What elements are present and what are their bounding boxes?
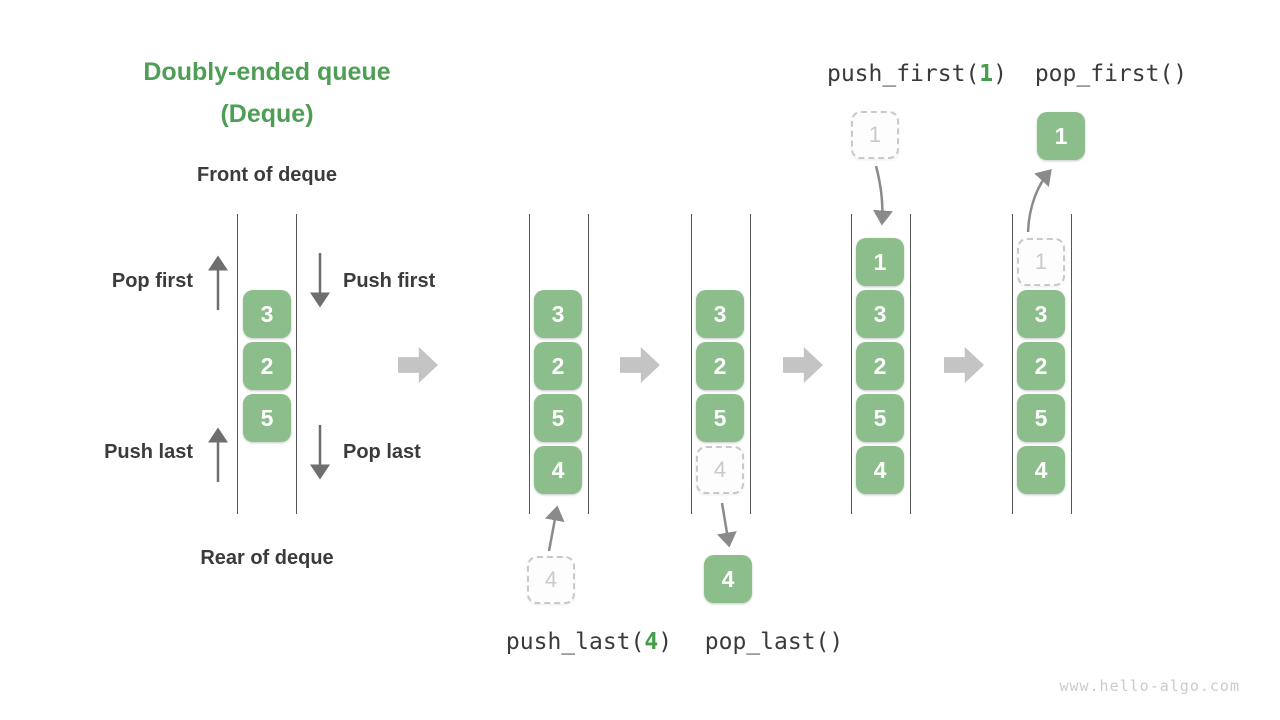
queue-cell: 2: [243, 342, 291, 390]
queue-cell: 4: [856, 446, 904, 494]
removed-slot-ghost: 1: [1017, 238, 1065, 286]
pop-first-call-label: pop_first(): [1034, 61, 1188, 87]
right-block-arrow-icon: [620, 347, 660, 383]
queue-cell: 5: [1017, 394, 1065, 442]
queue-cell: 3: [1017, 290, 1065, 338]
right-block-arrow-icon: [398, 347, 438, 383]
call-argument: 1: [979, 61, 994, 87]
queue-channel-after-pop-first: [1012, 214, 1072, 514]
call-suffix: ): [658, 629, 673, 655]
queue-cell: 5: [534, 394, 582, 442]
diagram-title-line1: Doubly-ended queue: [143, 58, 391, 86]
queue-cell: 3: [243, 290, 291, 338]
queue-cell: 2: [1017, 342, 1065, 390]
call-argument: 4: [644, 629, 659, 655]
queue-cell: 2: [696, 342, 744, 390]
push-first-label: Push first: [343, 270, 436, 292]
queue-cell: 2: [534, 342, 582, 390]
queue-cell: 5: [243, 394, 291, 442]
queue-cell: 3: [696, 290, 744, 338]
queue-channel-after-push-last: [529, 214, 589, 514]
pop-last-label: Pop last: [343, 441, 421, 463]
queue-cell: 5: [856, 394, 904, 442]
popped-element: 1: [1037, 112, 1085, 160]
push-last-call-label: push_last(4): [506, 629, 672, 655]
push-first-call-label: push_first(1): [827, 61, 1007, 87]
push-last-insert-arrow-icon: [544, 505, 565, 552]
call-suffix: ): [993, 61, 1008, 87]
queue-cell: 5: [696, 394, 744, 442]
queue-cell: 1: [856, 238, 904, 286]
call-prefix: push_first(: [826, 61, 980, 87]
pop-last-call-label: pop_last(): [704, 629, 844, 655]
queue-cell: 2: [856, 342, 904, 390]
queue-channel-after-push-first: [851, 214, 911, 514]
queue-channel-after-pop-last: [691, 214, 751, 514]
removed-slot-ghost: 4: [696, 446, 744, 494]
push-last-label: Push last: [104, 441, 193, 463]
queue-cell: 3: [856, 290, 904, 338]
queue-cell: 4: [1017, 446, 1065, 494]
right-block-arrow-icon: [944, 347, 984, 383]
rear-of-deque-label: Rear of deque: [200, 547, 334, 569]
diagram-title-line2: (Deque): [220, 100, 314, 128]
incoming-element-ghost: 1: [851, 111, 899, 159]
incoming-element-ghost: 4: [527, 556, 575, 604]
pop-first-label: Pop first: [111, 270, 193, 292]
popped-element: 4: [704, 555, 752, 603]
queue-cell: 3: [534, 290, 582, 338]
queue-cell: 4: [534, 446, 582, 494]
call-prefix: push_last(: [505, 629, 645, 655]
site-watermark: www.hello-algo.com: [1059, 677, 1240, 695]
front-of-deque-label: Front of deque: [197, 164, 337, 186]
queue-channel-initial: [237, 214, 297, 514]
right-block-arrow-icon: [783, 347, 823, 383]
